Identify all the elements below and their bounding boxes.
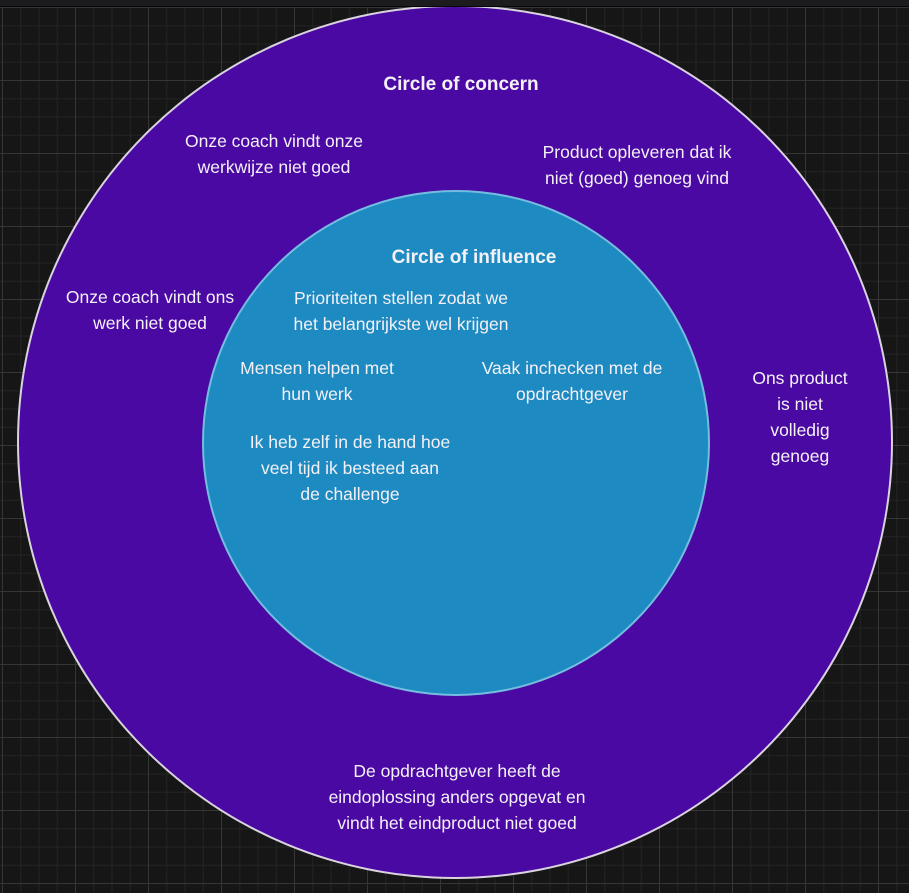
circle-of-concern-title[interactable]: Circle of concern: [383, 74, 539, 95]
concern-item-product-niet-volledig[interactable]: Ons product is niet volledig genoeg: [752, 368, 848, 466]
circle-of-influence-shape[interactable]: [202, 190, 710, 696]
concern-item-coach-ons-werk[interactable]: Onze coach vindt ons werk niet goed: [65, 287, 235, 333]
top-edge-strip: [0, 0, 909, 7]
concern-item-product-opleveren[interactable]: Product opleveren dat ik niet (goed) gen…: [542, 142, 732, 188]
influence-item-zelf-in-de-hand[interactable]: Ik heb zelf in de hand hoe veel tijd ik …: [249, 432, 451, 504]
concern-item-opdrachtgever[interactable]: De opdrachtgever heeft de eindoplossing …: [328, 761, 586, 833]
influence-item-vaak-inchecken[interactable]: Vaak inchecken met de opdrachtgever: [481, 358, 663, 404]
concern-item-coach-werkwijze[interactable]: Onze coach vindt onze werkwijze niet goe…: [184, 131, 364, 177]
influence-item-mensen-helpen[interactable]: Mensen helpen met hun werk: [240, 358, 394, 404]
circle-of-influence-title[interactable]: Circle of influence: [391, 247, 557, 268]
influence-item-prioriteiten[interactable]: Prioriteiten stellen zodat we het belang…: [293, 288, 509, 334]
